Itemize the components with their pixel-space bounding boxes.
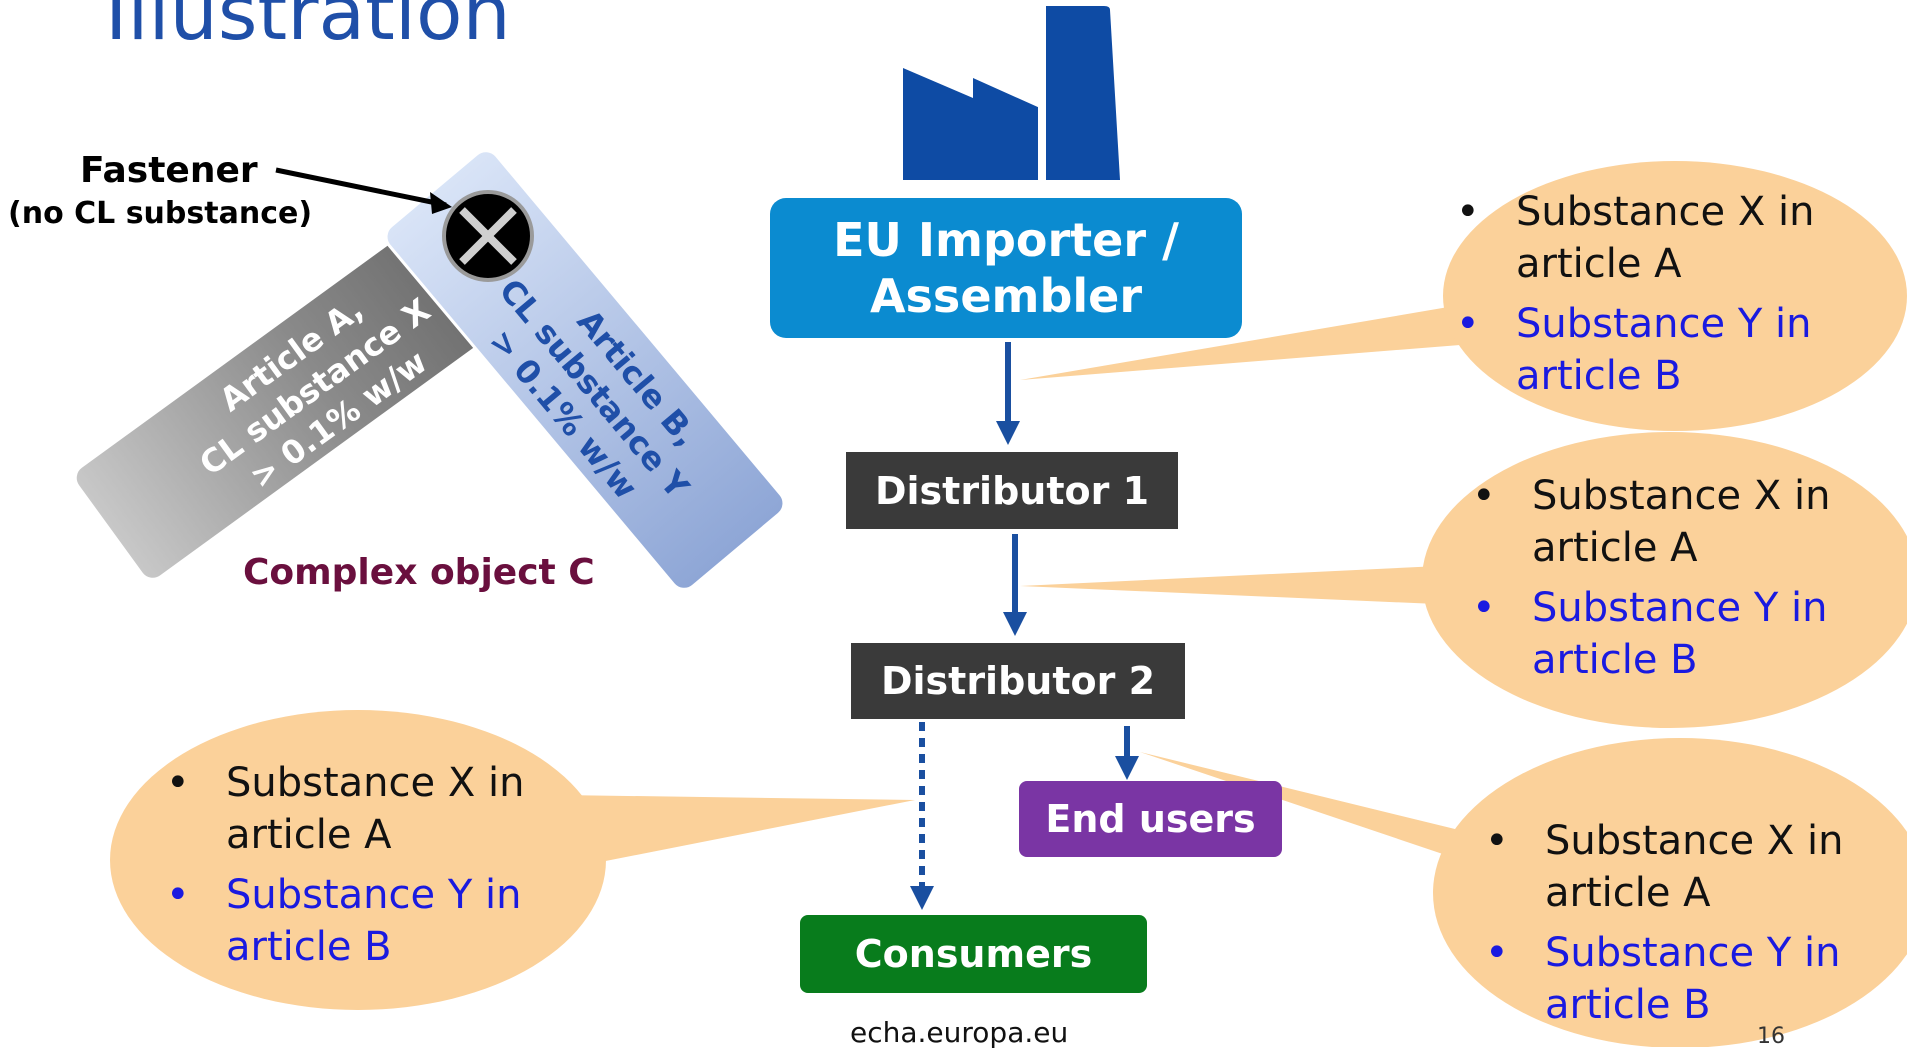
bubble-3-substance-y: Substance Y in article B (226, 872, 522, 970)
end-users-box: End users (1019, 781, 1282, 857)
fastener-sublabel: (no CL substance) (8, 196, 313, 231)
footer-url: echa.europa.eu (850, 1016, 1069, 1049)
bubble-2-substance-y: Substance Y in article B (1532, 585, 1828, 683)
eu-importer-box: EU Importer / Assembler (770, 198, 1242, 338)
consumers-label: Consumers (854, 932, 1093, 976)
bubble-2-text: •Substance X in article A •Substance Y i… (1472, 473, 1831, 683)
eu-importer-label: EU Importer / Assembler (833, 213, 1179, 323)
bubble-2-substance-x: Substance X in article A (1532, 473, 1831, 571)
fastener-icon (442, 190, 534, 282)
distributor-1-label: Distributor 1 (874, 468, 1150, 513)
speech-bubble-3 (110, 710, 915, 1010)
slide-title: Illustration (105, 0, 511, 57)
end-users-label: End users (1045, 797, 1256, 841)
bubble-1-text: •Substance X in article A •Substance Y i… (1456, 189, 1815, 399)
bubble-4-text: •Substance X in article A •Substance Y i… (1485, 818, 1844, 1028)
bubble-3-substance-x: Substance X in article A (226, 760, 525, 858)
distributor-2-label: Distributor 2 (880, 659, 1156, 703)
speech-bubble-1 (1020, 161, 1907, 431)
distributor-2-box: Distributor 2 (851, 643, 1185, 719)
fastener-pointer (275, 167, 447, 208)
bubble-4-substance-x: Substance X in article A (1545, 818, 1844, 916)
consumers-box: Consumers (800, 915, 1147, 993)
bubble-4-substance-y: Substance Y in article B (1545, 930, 1841, 1028)
bubble-1-substance-y: Substance Y in article B (1516, 301, 1812, 399)
factory-icon (903, 6, 1120, 180)
distributor-1-box: Distributor 1 (846, 452, 1178, 529)
complex-object-label: Complex object C (243, 552, 595, 593)
page-number: 16 (1757, 1024, 1785, 1049)
fastener-label: Fastener (80, 150, 258, 191)
speech-bubble-2 (1020, 432, 1907, 728)
bubble-3-text: •Substance X in article A •Substance Y i… (166, 760, 525, 970)
bubble-1-substance-x: Substance X in article A (1516, 189, 1815, 287)
